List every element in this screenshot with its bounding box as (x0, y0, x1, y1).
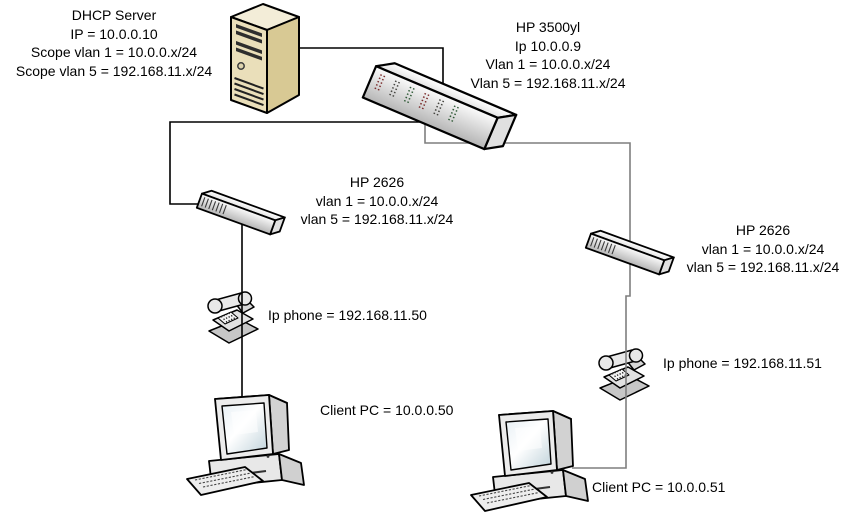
hp-2626-left-vlan1: vlan 1 = 10.0.0.x/24 (315, 192, 439, 209)
hp-2626-left-name: HP 2626 (349, 174, 405, 190)
dhcp-server-ip: IP = 10.0.0.10 (70, 25, 158, 42)
edge-3500yl-to-2626-right (424, 122, 631, 252)
hp-2626-right-vlan1: vlan 1 = 10.0.0.x/24 (701, 240, 825, 257)
dhcp-server-name: DHCP Server (71, 7, 157, 23)
ip-phone-left-icon (207, 291, 259, 344)
hp-2626-left-icon (195, 187, 286, 239)
server-vents (236, 24, 262, 61)
server-ridges (234, 77, 264, 107)
hp-2626-left-vlan5: vlan 5 = 192.168.11.x/24 (300, 211, 454, 227)
switch-port-leds (373, 74, 459, 123)
hp-3500yl-vlan5: Vlan 5 = 192.168.11.x/24 (470, 74, 626, 91)
client-pc-left-label: Client PC = 10.0.0.50 (320, 402, 454, 418)
edge-phone-to-pc-right (572, 375, 627, 469)
hp-2626-right-label: HP 2626 vlan 1 = 10.0.0.x/24 vlan 5 = 19… (663, 221, 853, 277)
dhcp-scope-vlan1: Scope vlan 1 = 10.0.0.x/24 (30, 44, 198, 60)
hp-2626-right-name: HP 2626 (735, 222, 791, 238)
hp-3500yl-name: HP 3500yl (515, 19, 581, 35)
dhcp-scope-vlan5: Scope vlan 5 = 192.168.11.x/24 (15, 62, 213, 79)
server-power-button (237, 62, 245, 70)
hp-3500yl-label: HP 3500yl Ip 10.0.0.9 Vlan 1 = 10.0.0.x/… (438, 18, 658, 92)
client-pc-right-icon (470, 410, 589, 512)
dhcp-server-icon (230, 3, 300, 114)
hp-3500yl-ip: Ip 10.0.0.9 (514, 37, 582, 54)
ip-phone-left-label: Ip phone = 192.168.11.50 (268, 307, 427, 323)
hp-3500yl-switch-icon (361, 62, 518, 151)
dhcp-server-label: DHCP Server IP = 10.0.0.10 Scope vlan 1 … (3, 6, 225, 80)
client-pc-left-icon (186, 394, 305, 496)
edge-2626-right-to-phone (625, 252, 631, 375)
ip-phone-right-label: Ip phone = 192.168.11.51 (663, 355, 822, 371)
edge-3500yl-to-2626-left (169, 121, 428, 205)
switch-front-face (361, 65, 499, 151)
hp-2626-left-label: HP 2626 vlan 1 = 10.0.0.x/24 vlan 5 = 19… (277, 173, 477, 229)
hp-2626-right-vlan5: vlan 5 = 192.168.11.x/24 (686, 259, 840, 275)
server-side-face (266, 16, 300, 114)
ip-phone-right-icon (598, 348, 650, 401)
hp-3500yl-vlan1: Vlan 1 = 10.0.0.x/24 (485, 56, 611, 72)
client-pc-right-label: Client PC = 10.0.0.51 (592, 479, 726, 495)
